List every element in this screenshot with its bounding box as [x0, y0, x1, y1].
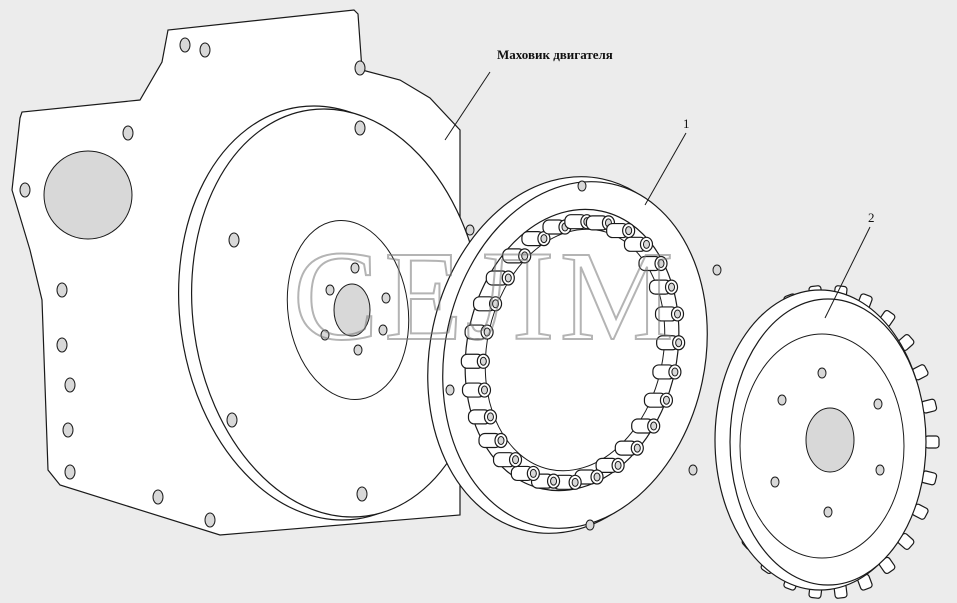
bolt-hole: [152, 489, 164, 505]
engine-flywheel: [178, 105, 485, 521]
roller: [461, 382, 492, 398]
damper-rollers: [460, 214, 686, 490]
gear-bolt-hole: [823, 506, 833, 518]
bolt-hole: [64, 377, 76, 393]
bolt-hole: [204, 512, 216, 528]
roller: [638, 255, 668, 272]
hub-bolt-hole: [381, 292, 391, 304]
ring-hole: [712, 264, 722, 276]
gear-bolt-hole: [770, 476, 780, 488]
flywheel-hole: [354, 120, 366, 136]
gear-bolt-hole: [817, 367, 827, 379]
roller: [656, 335, 686, 351]
ring-hole: [465, 224, 475, 236]
plate-opening: [43, 150, 133, 240]
roller: [530, 473, 561, 489]
roller: [521, 231, 551, 247]
roller: [652, 364, 682, 380]
ring-hole: [577, 180, 587, 192]
roller: [464, 324, 494, 340]
roller: [606, 222, 636, 239]
plate-bolt-holes: [19, 37, 366, 528]
gear-bolt-hole: [873, 398, 883, 410]
hub-bolt-hole: [378, 324, 388, 336]
roller: [460, 353, 490, 369]
roller: [654, 306, 685, 322]
gear-bolt-hole: [875, 464, 885, 476]
roller: [623, 236, 654, 252]
hub-bolt-hole: [325, 284, 335, 296]
roller: [472, 296, 503, 312]
roller: [631, 418, 661, 434]
roller: [478, 432, 508, 449]
bolt-hole: [56, 337, 68, 353]
roller: [643, 392, 674, 408]
flywheel-leader: [444, 71, 491, 141]
roller: [467, 409, 498, 425]
flywheel-label: Маховик двигателя: [497, 47, 613, 62]
roller: [595, 457, 625, 473]
bolt-hole: [354, 60, 366, 76]
callout-label-1: 1: [683, 116, 690, 131]
leader-lines: [444, 71, 871, 319]
roller: [542, 219, 572, 235]
hub-bolt-hole: [320, 329, 330, 341]
bolt-hole: [56, 282, 68, 298]
bolt-hole: [64, 464, 76, 480]
flywheel-hole: [356, 486, 368, 502]
ring-hole: [585, 519, 595, 531]
roller: [510, 465, 540, 482]
gear-hub-part-2: [714, 285, 940, 599]
gear-bolt-hole: [777, 394, 787, 406]
roller: [492, 452, 523, 468]
bolt-hole: [199, 42, 211, 58]
ring-hole: [688, 464, 698, 476]
hub-bore: [805, 407, 855, 473]
part-1-leader: [644, 132, 687, 206]
roller: [648, 279, 679, 295]
bolt-hole: [179, 37, 191, 53]
part-2-leader: [824, 226, 871, 319]
roller: [502, 248, 532, 264]
bolt-hole: [62, 422, 74, 438]
callout-label-2: 2: [868, 210, 875, 225]
hub-bolt-hole: [353, 344, 363, 356]
ring-hole: [445, 384, 455, 396]
bolt-hole: [19, 182, 31, 198]
flywheel-hole: [228, 232, 240, 248]
hub-bolt-hole: [350, 262, 360, 274]
flywheel-hub-bore: [333, 283, 371, 337]
bolt-hole: [122, 125, 134, 141]
roller: [614, 440, 644, 456]
roller: [485, 270, 515, 286]
flywheel-hole: [226, 412, 238, 428]
damper-ring-part-1: [427, 176, 722, 534]
